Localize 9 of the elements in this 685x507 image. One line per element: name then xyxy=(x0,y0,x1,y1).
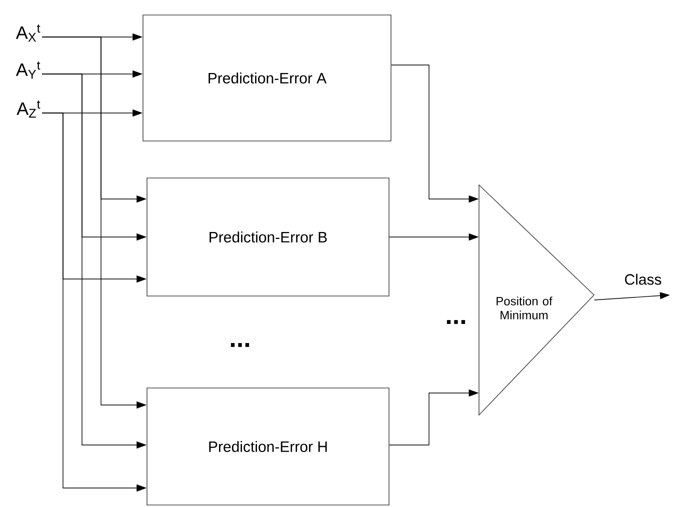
process-box: Prediction-Error H xyxy=(146,388,390,506)
ellipsis-label: ... xyxy=(230,343,250,347)
ellipsis-label: ... xyxy=(446,320,466,324)
input-label: A$_{Z}$t xyxy=(16,100,40,118)
input-label: A$_{Y}$t xyxy=(16,61,40,79)
process-box: Prediction-Error A xyxy=(142,14,392,142)
input-label: A$_{X}$t xyxy=(16,24,40,42)
edge-label: Class xyxy=(625,274,662,285)
process-box: Prediction-Error B xyxy=(146,178,390,296)
